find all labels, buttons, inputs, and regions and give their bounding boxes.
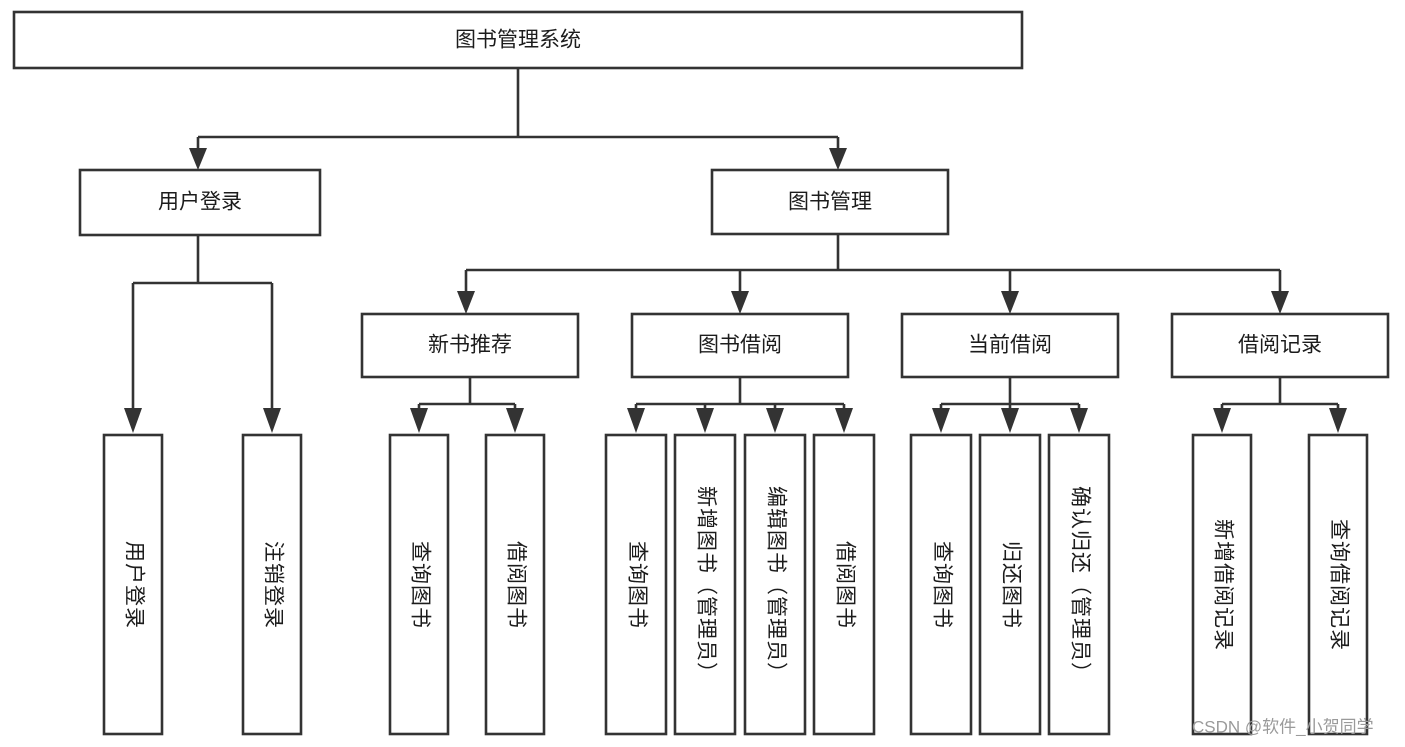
leaf-record-add[interactable]: 新增借阅记录 (1191, 433, 1253, 736)
arrow-head-borrow (731, 291, 749, 314)
leaf-new-book-query[interactable]: 查询图书 (388, 433, 450, 736)
leaf-current-confirm-return[interactable]: 确认归还（管理员） (1047, 433, 1111, 736)
leaf-current-return-book-label: 归还图书 (999, 541, 1022, 629)
leaf-borrow-edit-book-label: 编辑图书（管理员） (764, 486, 787, 684)
leaf-borrow-query-book-label: 查询图书 (625, 541, 648, 629)
leaf-borrow-edit-book[interactable]: 编辑图书（管理员） (743, 433, 807, 736)
arrow-head-leaf-record-1 (1213, 408, 1231, 433)
leaf-current-return-book-box[interactable] (978, 433, 1042, 736)
arrow-head-leaf-borrow-4 (835, 408, 853, 433)
leaf-new-book-query-label: 查询图书 (408, 541, 431, 629)
connector-layer (124, 68, 1347, 433)
node-book-management[interactable]: 图书管理 (710, 168, 950, 236)
arrow-head-leaf-borrow-2 (696, 408, 714, 433)
node-borrow-record[interactable]: 借阅记录 (1170, 312, 1390, 379)
leaf-borrow-add-book[interactable]: 新增图书（管理员） (673, 433, 737, 736)
leaf-new-book-borrow[interactable]: 借阅图书 (484, 433, 546, 736)
leaf-user-login-logout-box[interactable] (241, 433, 303, 736)
leaf-current-return-book[interactable]: 归还图书 (978, 433, 1042, 736)
leaf-record-query-box[interactable] (1307, 433, 1369, 736)
node-borrow-record-label: 借阅记录 (1238, 334, 1322, 357)
leaf-record-query-label: 查询借阅记录 (1327, 519, 1350, 651)
leaf-new-book-borrow-box[interactable] (484, 433, 546, 736)
node-current-borrow-label: 当前借阅 (968, 334, 1052, 357)
leaf-current-query-book-label: 查询图书 (930, 541, 953, 629)
node-user-login[interactable]: 用户登录 (78, 168, 322, 237)
leaf-current-confirm-return-label: 确认归还（管理员） (1068, 486, 1091, 684)
arrow-head-leaf-user-login-1 (124, 408, 142, 433)
arrow-head-leaf-user-login-2 (263, 408, 281, 433)
leaf-user-login-login[interactable]: 用户登录 (102, 433, 164, 736)
node-book-management-box[interactable] (710, 168, 950, 236)
arrow-head-leaf-current-3 (1070, 408, 1088, 433)
arrow-head-leaf-record-2 (1329, 408, 1347, 433)
leaf-record-query[interactable]: 查询借阅记录 (1307, 433, 1369, 736)
leaf-record-add-box[interactable] (1191, 433, 1253, 736)
node-root-box[interactable] (12, 10, 1024, 70)
node-new-book-recommend-label: 新书推荐 (428, 334, 512, 357)
arrow-head-borrow-record (1271, 291, 1289, 314)
leaf-borrow-borrow-book-box[interactable] (812, 433, 876, 736)
node-root-label: 图书管理系统 (455, 29, 581, 52)
node-book-borrow-box[interactable] (630, 312, 850, 379)
leaf-borrow-edit-book-box[interactable] (743, 433, 807, 736)
node-user-login-label: 用户登录 (158, 191, 242, 214)
leaf-user-login-login-box[interactable] (102, 433, 164, 736)
arrow-head-current-borrow (1001, 291, 1019, 314)
leaf-new-book-borrow-label: 借阅图书 (504, 541, 527, 629)
arrow-head-leaf-borrow-3 (766, 408, 784, 433)
leaf-record-add-label: 新增借阅记录 (1211, 519, 1234, 651)
leaf-borrow-query-book[interactable]: 查询图书 (604, 433, 668, 736)
node-borrow-record-box[interactable] (1170, 312, 1390, 379)
node-current-borrow-box[interactable] (900, 312, 1120, 379)
arrow-head-new-book (457, 291, 475, 314)
node-new-book-recommend-box[interactable] (360, 312, 580, 379)
leaf-user-login-logout-label: 注销登录 (261, 541, 284, 629)
node-current-borrow[interactable]: 当前借阅 (900, 312, 1120, 379)
arrow-head-leaf-new-book-1 (410, 408, 428, 433)
node-book-management-label: 图书管理 (788, 191, 872, 214)
leaf-user-login-logout[interactable]: 注销登录 (241, 433, 303, 736)
leaf-user-login-login-label: 用户登录 (122, 541, 145, 629)
leaf-current-confirm-return-box[interactable] (1047, 433, 1111, 736)
node-new-book-recommend[interactable]: 新书推荐 (360, 312, 580, 379)
leaf-borrow-borrow-book-label: 借阅图书 (833, 541, 856, 629)
leaf-current-query-book-box[interactable] (909, 433, 973, 736)
arrow-head-leaf-current-1 (932, 408, 950, 433)
csdn-watermark: CSDN @软件_小贺同学 (1192, 717, 1374, 736)
leaf-borrow-add-book-box[interactable] (673, 433, 737, 736)
arrow-head-leaf-borrow-1 (627, 408, 645, 433)
arrow-head-leaf-new-book-2 (506, 408, 524, 433)
node-book-borrow-label: 图书借阅 (698, 334, 782, 357)
leaf-borrow-query-book-box[interactable] (604, 433, 668, 736)
leaf-new-book-query-box[interactable] (388, 433, 450, 736)
arrow-head-user-login (189, 148, 207, 170)
node-user-login-box[interactable] (78, 168, 322, 237)
arrow-head-book-mgmt (829, 148, 847, 170)
arrow-head-leaf-current-2 (1001, 408, 1019, 433)
leaf-current-query-book[interactable]: 查询图书 (909, 433, 973, 736)
leaf-borrow-add-book-label: 新增图书（管理员） (694, 486, 717, 684)
leaf-borrow-borrow-book[interactable]: 借阅图书 (812, 433, 876, 736)
node-book-borrow[interactable]: 图书借阅 (630, 312, 850, 379)
node-root[interactable]: 图书管理系统 (12, 10, 1024, 70)
